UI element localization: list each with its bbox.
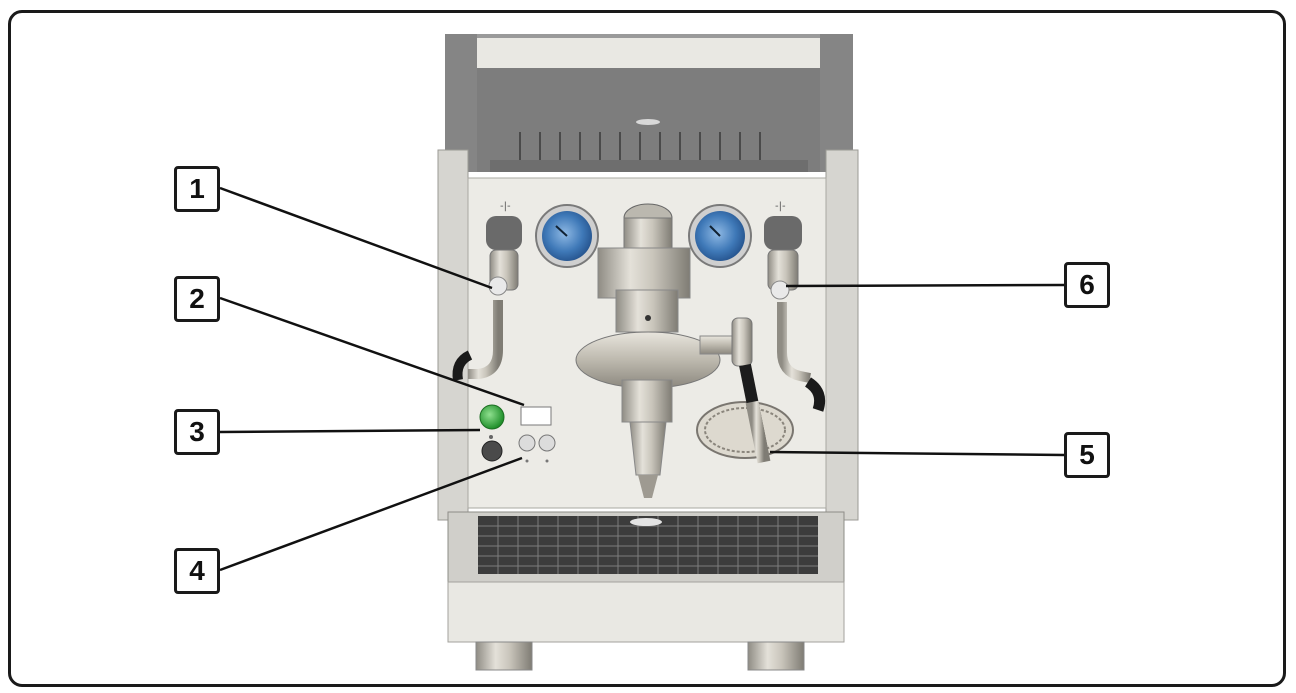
leader-line-3 — [219, 428, 481, 434]
gauge-right — [688, 204, 752, 268]
leader-line-4 — [219, 456, 523, 572]
callout-2: 2 — [174, 276, 220, 322]
svg-text:-|-: -|- — [775, 201, 786, 212]
callout-2-label: 2 — [189, 283, 205, 314]
callout-4-label: 4 — [189, 555, 205, 586]
callout-4: 4 — [174, 548, 220, 594]
drip-tray — [447, 511, 845, 643]
callout-3: 3 — [174, 409, 220, 455]
control-cluster — [453, 404, 556, 500]
top-housing — [445, 34, 853, 172]
leader-lines — [219, 186, 1065, 572]
vent-slots — [519, 132, 761, 165]
leader-line-1 — [219, 186, 493, 290]
group-head — [575, 203, 721, 498]
leader-line-5 — [769, 450, 1065, 457]
machine-feet — [475, 641, 805, 671]
callout-5: 5 — [1064, 432, 1110, 478]
brand-badge — [696, 401, 794, 459]
hot-water-wand — [739, 363, 771, 464]
callout-6-label: 6 — [1079, 269, 1095, 300]
left-valve-assembly: -|- — [452, 201, 522, 381]
callout-1-label: 1 — [189, 173, 205, 204]
leader-line-2 — [219, 296, 525, 407]
svg-text:-|-: -|- — [500, 201, 511, 212]
callout-1: 1 — [174, 166, 220, 212]
leader-line-6 — [785, 283, 1065, 288]
callout-3-label: 3 — [189, 416, 205, 447]
callout-5-label: 5 — [1079, 439, 1095, 470]
side-arm — [699, 317, 753, 367]
callout-6: 6 — [1064, 262, 1110, 308]
gauge-left — [535, 204, 599, 268]
